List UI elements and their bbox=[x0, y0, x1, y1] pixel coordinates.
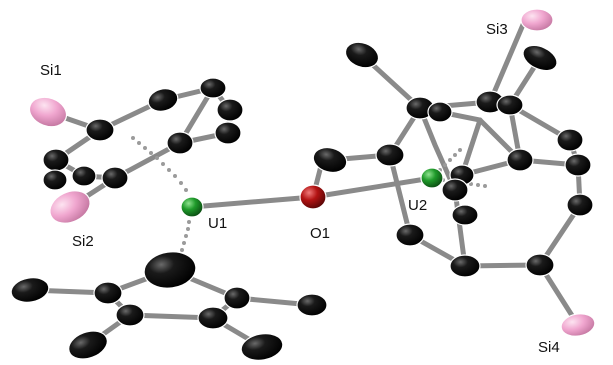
si2-atom bbox=[49, 190, 91, 224]
label-si1: Si1 bbox=[40, 62, 62, 79]
label-si2: Si2 bbox=[72, 233, 94, 250]
label-si3: Si3 bbox=[486, 21, 508, 38]
label-si4: Si4 bbox=[538, 339, 560, 356]
si3-atom bbox=[520, 8, 554, 32]
silicon-atoms bbox=[28, 8, 596, 337]
si4-atom bbox=[560, 313, 596, 337]
label-u1: U1 bbox=[208, 215, 227, 232]
label-o1: O1 bbox=[310, 225, 330, 242]
si1-atom bbox=[28, 96, 68, 128]
carbon-atoms bbox=[10, 41, 594, 361]
u1-atom bbox=[180, 196, 204, 218]
u2-atom bbox=[420, 167, 444, 189]
o1-atom bbox=[299, 184, 327, 210]
label-u2: U2 bbox=[408, 197, 427, 214]
